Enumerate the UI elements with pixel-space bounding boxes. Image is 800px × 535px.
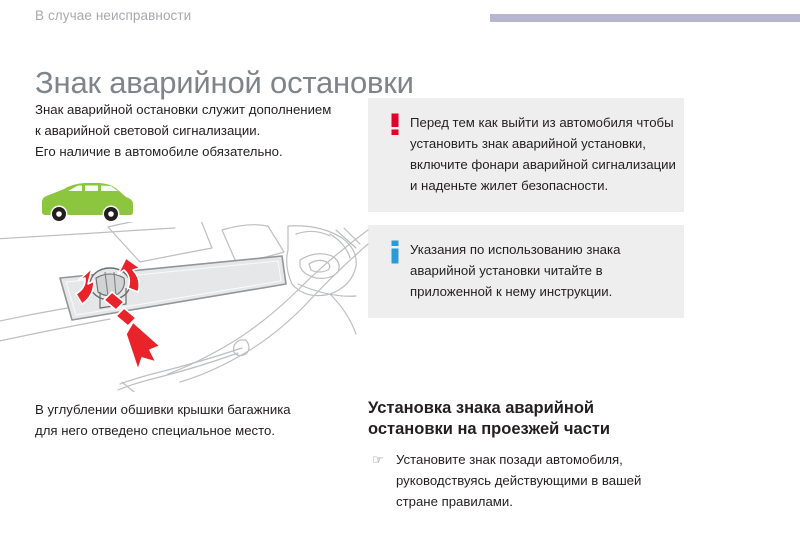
rotation-arrows xyxy=(75,257,141,305)
warning-notice-box: Перед тем как выйти из автомобиля чтобы … xyxy=(368,98,684,212)
warning-line-4: и наденьте жилет безопасности. xyxy=(410,178,609,193)
warning-line-1: Перед тем как выйти из автомобиля чтобы xyxy=(410,115,674,130)
installation-heading: Установка знака аварийной остановки на п… xyxy=(368,398,698,440)
exclamation-icon xyxy=(391,113,399,135)
breadcrumb: В случае неисправности xyxy=(35,8,192,23)
trunk-lining-illustration xyxy=(0,222,369,392)
trunk-caption-line-2: для него отведено специальное место. xyxy=(35,423,276,438)
installation-heading-line-2: остановки на проезжей части xyxy=(368,420,611,438)
pointing-hand-icon: ☞ xyxy=(372,452,384,467)
trunk-caption-line-1: В углублении обшивки крышки багажника xyxy=(35,402,291,417)
warning-line-3: включите фонари аварийной сигнализации xyxy=(410,157,676,172)
warning-icon-wrapper xyxy=(384,112,406,135)
removal-arrow xyxy=(103,291,161,371)
installation-bullet-line-2: руководствуясь действующими в вашей xyxy=(396,473,642,488)
page-header: В случае неисправности xyxy=(0,0,800,34)
info-line-1: Указания по использованию знака xyxy=(410,242,621,257)
info-icon-wrapper xyxy=(384,239,406,264)
info-line-3: приложенной к нему инструкции. xyxy=(410,284,613,299)
info-line-2: аварийной установки читайте в xyxy=(410,263,603,278)
installation-bullet-line-1: Установите знак позади автомобиля, xyxy=(396,452,623,467)
installation-section: Установка знака аварийной остановки на п… xyxy=(368,398,698,512)
intro-paragraph: Знак аварийной остановки служит дополнен… xyxy=(35,99,375,162)
warning-notice-text: Перед тем как выйти из автомобиля чтобы … xyxy=(406,112,676,196)
intro-line-1: Знак аварийной остановки служит дополнен… xyxy=(35,102,332,117)
warning-line-2: установить знак аварийной установки, xyxy=(410,136,646,151)
installation-bullet-line-3: стране правилами. xyxy=(396,494,513,509)
info-icon xyxy=(391,240,399,264)
intro-line-3: Его наличие в автомобиле обязательно. xyxy=(35,144,283,159)
list-item: ☞ Установите знак позади автомобиля, рук… xyxy=(368,449,698,512)
trunk-caption: В углублении обшивки крышки багажника дл… xyxy=(35,399,365,441)
header-accent-bar xyxy=(490,14,800,22)
page-title: Знак аварийной остановки xyxy=(35,64,414,100)
info-notice-text: Указания по использованию знака аварийно… xyxy=(406,239,620,302)
intro-line-2: к аварийной световой сигнализации. xyxy=(35,123,261,138)
installation-heading-line-1: Установка знака аварийной xyxy=(368,399,595,417)
illustration-area xyxy=(0,160,370,395)
installation-bullet-text: Установите знак позади автомобиля, руков… xyxy=(396,449,641,512)
green-car-icon xyxy=(42,183,133,223)
info-notice-box: Указания по использованию знака аварийно… xyxy=(368,225,684,318)
